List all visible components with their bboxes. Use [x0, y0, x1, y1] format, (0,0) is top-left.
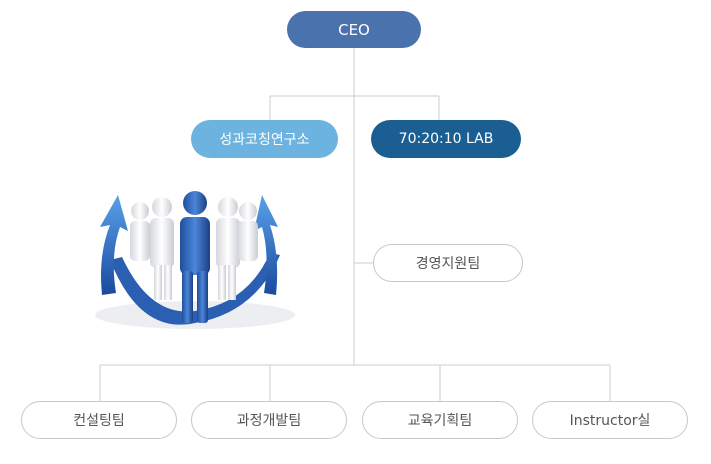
team-label: 과정개발팀 — [236, 413, 302, 429]
people-growth-arrows-icon — [95, 191, 295, 329]
team-node-consulting: 컨설팅팀 — [21, 401, 177, 439]
ceo-node: CEO — [287, 11, 421, 48]
team-node-edu-planning: 교육기획팀 — [362, 401, 518, 439]
team-node-course-dev: 과정개발팀 — [191, 401, 347, 439]
team-label: Instructor실 — [569, 413, 651, 429]
team-label: 컨설팅팀 — [73, 413, 125, 429]
team-node-instructor: Instructor실 — [532, 401, 688, 439]
lab-node: 70:20:10 LAB — [371, 120, 521, 158]
management-label: 경영지원팀 — [415, 256, 481, 272]
lab-label: 70:20:10 LAB — [398, 131, 494, 147]
team-label: 교육기획팀 — [407, 413, 473, 429]
ceo-label: CEO — [338, 20, 370, 39]
institute-label: 성과코칭연구소 — [219, 132, 310, 148]
management-node: 경영지원팀 — [373, 244, 523, 282]
institute-node: 성과코칭연구소 — [191, 120, 338, 158]
